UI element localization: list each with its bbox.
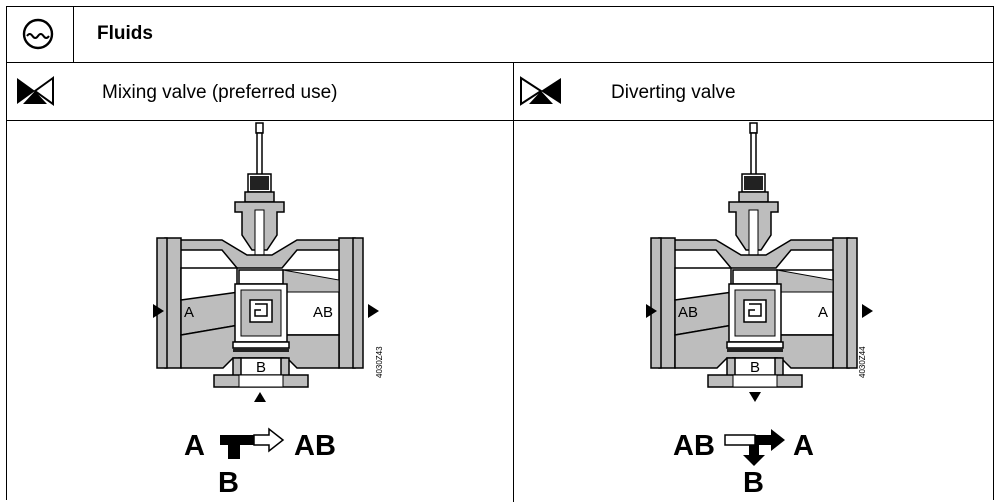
flow-label-bottom: B xyxy=(218,467,239,499)
mixing-valve-label: Mixing valve (preferred use) xyxy=(102,82,338,103)
diverting-valve-diagram: AB A B 4030Z44 AB A B xyxy=(646,122,873,499)
column-divider xyxy=(513,62,514,502)
inlet-arrow-bottom xyxy=(254,392,266,402)
flow-label-bottom: B xyxy=(743,467,764,499)
flow-label-right: A xyxy=(793,430,814,462)
header-title: Fluids xyxy=(97,23,153,44)
valve-body xyxy=(650,122,858,388)
flow-label-left: A xyxy=(184,430,205,462)
mixing-flow-symbol: A AB B xyxy=(184,427,336,499)
port-label-right: A xyxy=(818,304,828,321)
outlet-arrow-right xyxy=(368,304,379,318)
header-icon-cell xyxy=(7,7,74,62)
flow-label-right: AB xyxy=(294,430,336,462)
mixing-valve-icon xyxy=(17,76,54,106)
valve-body xyxy=(156,122,364,388)
inlet-arrow-left xyxy=(153,304,164,318)
table-header-row: Fluids xyxy=(7,7,993,63)
fluids-table: Fluids Mixing valve (preferred use) Dive… xyxy=(6,6,994,502)
drawing-code: 4030Z44 xyxy=(858,346,867,378)
diverting-flow-symbol: AB A B xyxy=(673,429,814,499)
valve-type-row: Mixing valve (preferred use) Diverting v… xyxy=(7,62,993,121)
diverting-valve-icon xyxy=(520,76,561,106)
port-label-left: A xyxy=(184,304,194,321)
diverting-valve-label: Diverting valve xyxy=(611,82,736,103)
drawing-code: 4030Z43 xyxy=(375,346,384,378)
port-label-bottom: B xyxy=(256,359,266,376)
mixing-valve-diagram: A AB B 4030Z43 A AB B xyxy=(153,122,384,499)
flow-label-left: AB xyxy=(673,430,715,462)
port-label-left: AB xyxy=(678,304,698,321)
port-label-right: AB xyxy=(313,304,333,321)
outlet-arrow-bottom xyxy=(749,392,761,402)
port-label-bottom: B xyxy=(750,359,760,376)
inlet-arrow-left xyxy=(646,304,657,318)
fluid-wave-icon xyxy=(22,18,54,50)
outlet-arrow-right xyxy=(862,304,873,318)
